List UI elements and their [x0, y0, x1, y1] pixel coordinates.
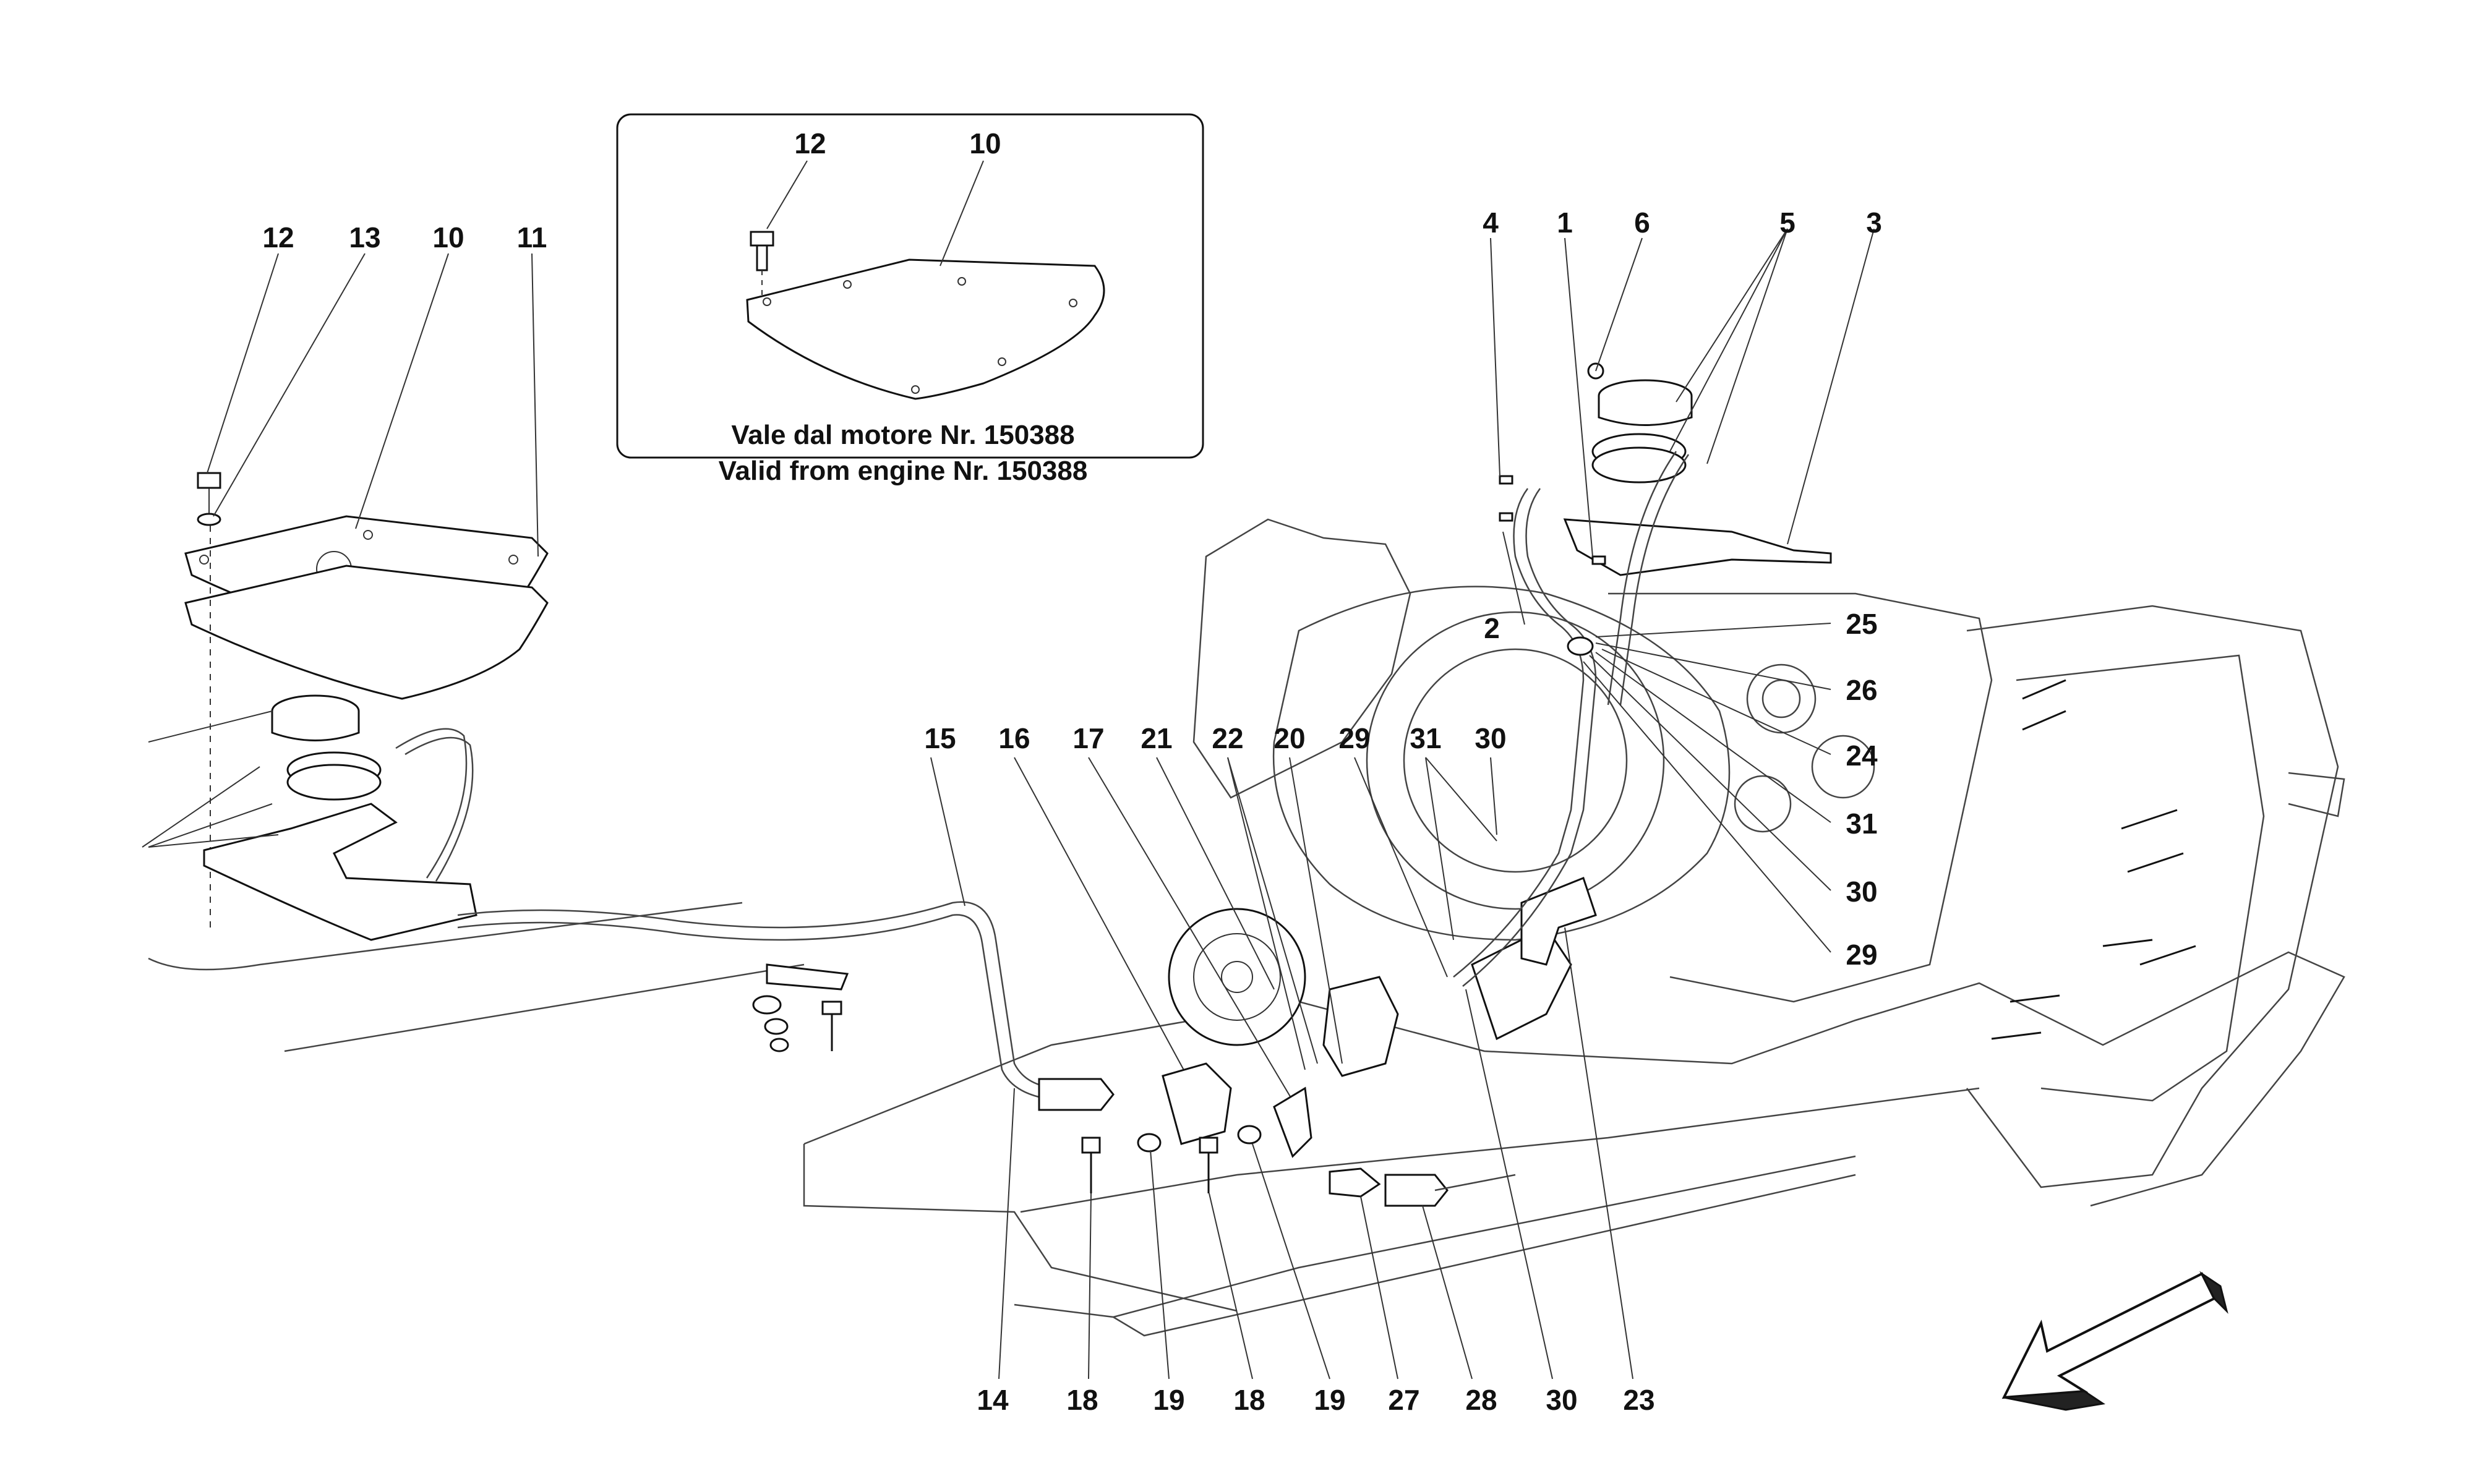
- callout-1: 1: [1557, 207, 1573, 239]
- inset-callout-10: 10: [969, 127, 1001, 160]
- inset-callout-12: 12: [794, 127, 826, 160]
- callout-10-left: 10: [432, 221, 464, 254]
- callout-19-b: 19: [1314, 1384, 1345, 1416]
- callout-22: 22: [1212, 722, 1243, 754]
- inset-plate: [746, 258, 1105, 400]
- callout-19-a: 19: [1153, 1384, 1184, 1416]
- callout-21: 21: [1141, 722, 1172, 754]
- callout-26: 26: [1846, 674, 1877, 706]
- arrow-down-left-icon: [2001, 1271, 2228, 1411]
- callout-28: 28: [1465, 1384, 1497, 1416]
- callout-23: 23: [1623, 1384, 1654, 1416]
- callout-2: 2: [1484, 612, 1500, 644]
- callout-20: 20: [1273, 722, 1305, 754]
- callout-29-right: 29: [1846, 939, 1877, 971]
- left-cover-assembly: [142, 253, 805, 1052]
- inset-note-italian: Vale dal motore Nr. 150388: [731, 420, 1074, 450]
- callout-16: 16: [998, 722, 1030, 754]
- middle-leaders: [1014, 757, 1497, 1101]
- callout-13-left: 13: [349, 221, 380, 254]
- housing-studs: [1991, 679, 2196, 1040]
- callout-27: 27: [1388, 1384, 1419, 1416]
- callout-14: 14: [977, 1384, 1009, 1416]
- callout-29-mid: 29: [1338, 722, 1370, 754]
- top-damper-assembly: [1453, 228, 1875, 987]
- inset-box: 12 10 Vale dal motore Nr. 150388 Valid f…: [616, 113, 1204, 486]
- callout-12-left: 12: [262, 221, 294, 254]
- callout-31-mid: 31: [1410, 722, 1441, 754]
- callout-30-right: 30: [1846, 876, 1877, 908]
- callout-4: 4: [1483, 207, 1499, 239]
- callout-6: 6: [1634, 207, 1650, 239]
- callout-31-right: 31: [1846, 808, 1877, 840]
- callout-15: 15: [924, 722, 956, 754]
- callout-25: 25: [1846, 608, 1877, 640]
- inset-bolt: [750, 231, 774, 300]
- callout-18-b: 18: [1233, 1384, 1265, 1416]
- inset-note-english: Valid from engine Nr. 150388: [719, 456, 1088, 486]
- bottom-fittings: [1038, 1062, 1516, 1207]
- callout-30-mid: 30: [1475, 722, 1506, 754]
- small-bracket-parts: [752, 963, 849, 1052]
- bottom-leaders: [998, 927, 1633, 1380]
- callout-30-bottom: 30: [1546, 1384, 1577, 1416]
- callout-17: 17: [1072, 722, 1104, 754]
- callout-3: 3: [1866, 207, 1882, 239]
- callout-11-left: 11: [517, 221, 547, 254]
- cooling-pipe: [457, 757, 1064, 1102]
- callout-18-a: 18: [1066, 1384, 1098, 1416]
- callout-24: 24: [1846, 740, 1878, 772]
- callout-5: 5: [1779, 207, 1796, 239]
